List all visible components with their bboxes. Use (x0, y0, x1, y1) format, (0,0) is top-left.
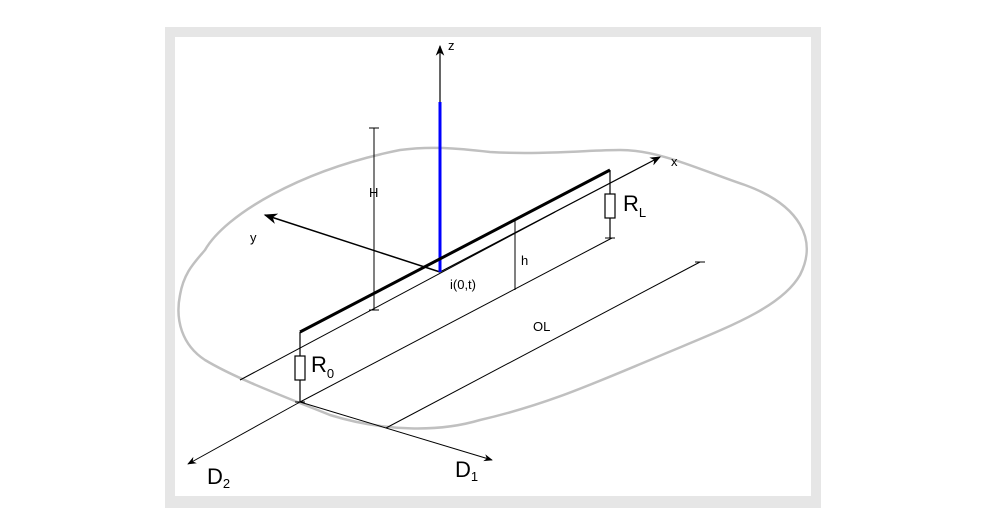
label-r0: R0 (311, 352, 334, 381)
ground-plane-outline (177, 146, 808, 430)
transmission-line (299, 168, 611, 334)
label-d2-sub: 2 (223, 476, 230, 491)
ground-projection-line (299, 237, 613, 403)
figure-panel (175, 37, 811, 496)
label-H: H (369, 185, 378, 200)
label-d1-sub: 1 (471, 469, 478, 484)
d1-axis (299, 401, 493, 462)
figure-frame (165, 27, 821, 508)
label-d2: D2 (207, 464, 230, 491)
ground-projection-line-back (385, 261, 701, 429)
label-d2-main: D (207, 464, 223, 489)
y-axis (263, 213, 441, 273)
label-current: i(0,t) (450, 277, 476, 292)
resistor-r0 (294, 355, 306, 381)
resistor-rl (604, 193, 616, 219)
label-r0-main: R (311, 352, 327, 377)
label-h: h (521, 253, 528, 268)
label-y: y (250, 230, 257, 245)
label-d1-main: D (455, 457, 471, 482)
label-r0-sub: 0 (327, 366, 334, 381)
label-x: x (671, 154, 678, 169)
label-z: z (448, 38, 455, 53)
label-OL: OL (533, 319, 550, 334)
label-rl-sub: L (639, 205, 646, 220)
label-rl: RL (623, 191, 646, 220)
label-rl-main: R (623, 191, 639, 216)
label-d1: D1 (455, 457, 478, 484)
d2-axis (187, 401, 301, 465)
x-axis (439, 156, 661, 273)
